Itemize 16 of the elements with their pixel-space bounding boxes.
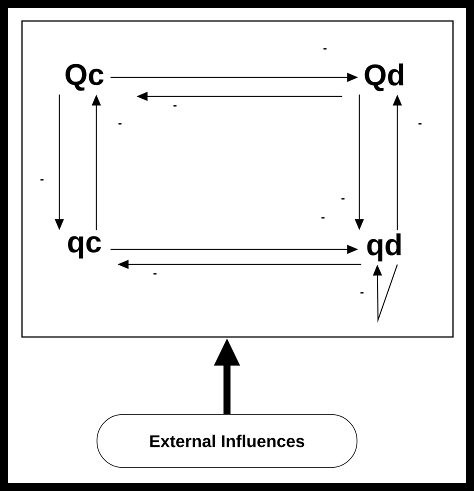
edge-label: -	[172, 104, 178, 110]
diagram-frame	[21, 20, 454, 338]
edge-label: -	[359, 291, 365, 297]
edge-label: -	[39, 178, 45, 184]
edge-label: -	[417, 122, 423, 128]
edge-label: -	[340, 197, 346, 203]
arrow	[372, 264, 398, 323]
variable-label: qd	[367, 233, 401, 262]
variable-label: qc	[68, 236, 101, 259]
variable-label: Qc	[66, 64, 104, 91]
edge-label: -	[322, 47, 328, 53]
edge-label: -	[152, 272, 158, 278]
variable-label: Qd	[364, 64, 404, 92]
influence-pill: External Influences	[96, 414, 358, 468]
edge-label: -	[117, 122, 123, 128]
edge-label: -	[320, 216, 326, 222]
